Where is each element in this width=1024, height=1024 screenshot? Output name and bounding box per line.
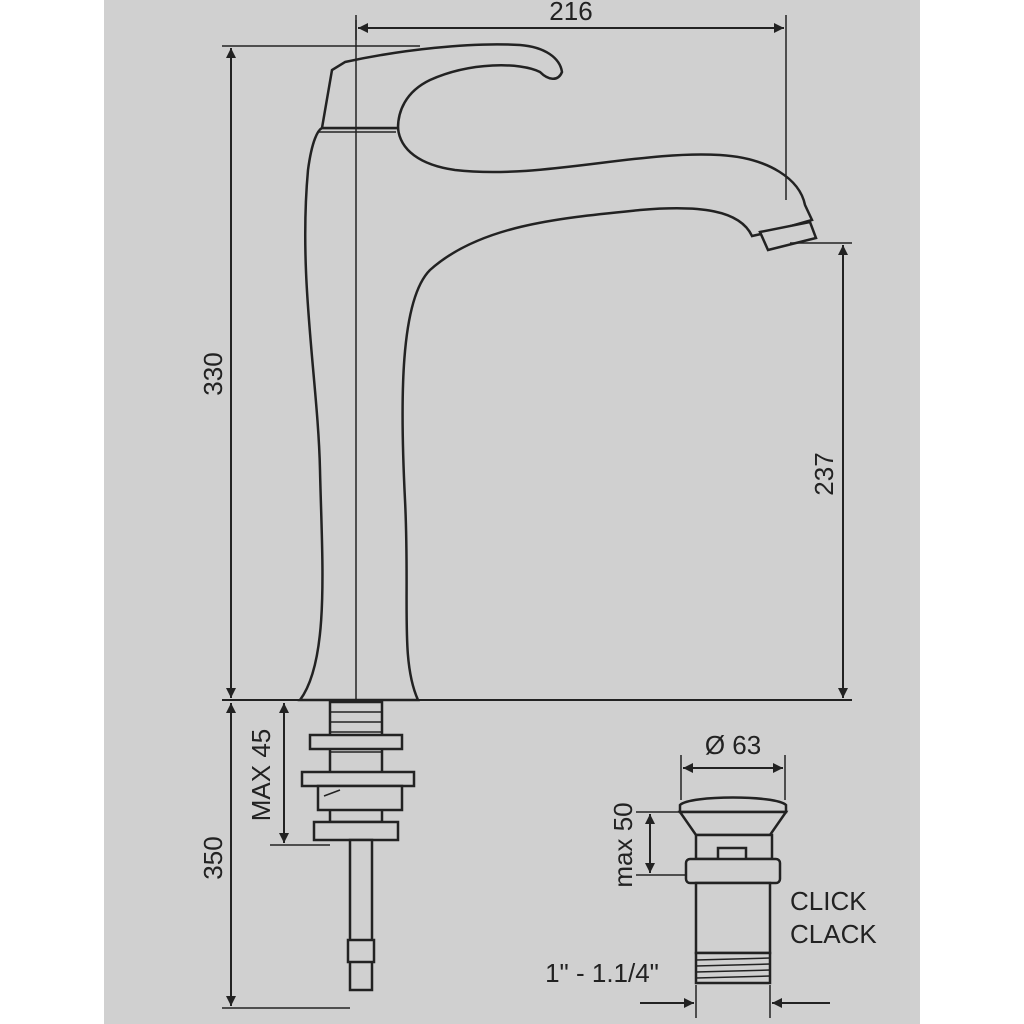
deck-thickness-value: MAX 45 — [246, 729, 276, 822]
dim-spout-height: 237 — [790, 242, 852, 698]
dim-hose-length: 350 — [198, 703, 350, 1009]
shank-assembly — [300, 700, 416, 992]
drain-thread-value: 1" - 1.1/4" — [545, 958, 659, 988]
total-height-value: 330 — [198, 352, 228, 395]
drain-type-label-line1: CLICK — [790, 886, 867, 916]
dim-drain-thread: 1" - 1.1/4" — [545, 958, 830, 1018]
drain-type-label-line2: CLACK — [790, 919, 877, 949]
dim-total-height: 330 — [198, 45, 420, 698]
dim-deck-thickness: MAX 45 — [246, 703, 330, 846]
drain-diameter-value: Ø 63 — [705, 730, 761, 760]
dim-drain-diameter: Ø 63 — [680, 730, 786, 800]
spout-reach-value: 216 — [549, 0, 592, 26]
hose-length-value: 350 — [198, 836, 228, 879]
dim-drain-height: max 50 — [608, 802, 686, 888]
drain-height-value: max 50 — [608, 802, 638, 887]
click-clack-drain — [677, 796, 789, 985]
spout-height-value: 237 — [809, 452, 839, 495]
dim-spout-reach: 216 — [355, 0, 787, 200]
faucet-body — [222, 43, 852, 702]
